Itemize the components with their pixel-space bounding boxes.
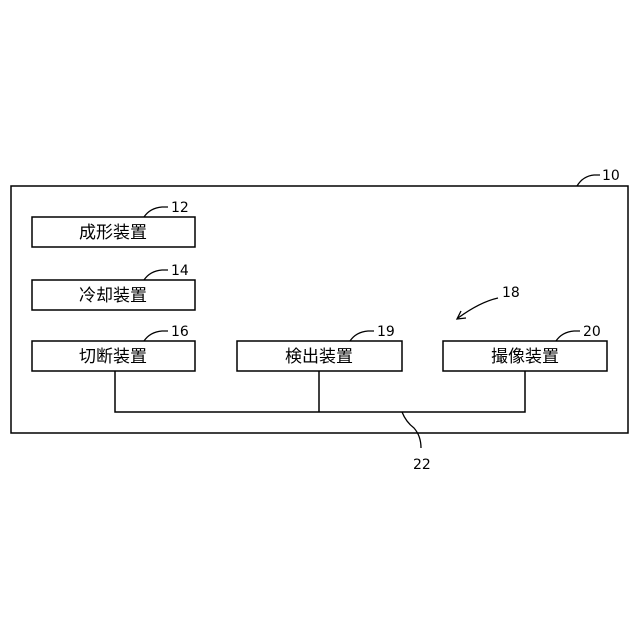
device-label-cutting: 切断装置 <box>79 347 147 367</box>
system-ref-leader <box>577 175 600 186</box>
device-ref-cutting: 16 <box>171 324 189 340</box>
device-ref-cooling: 14 <box>171 263 189 279</box>
device-ref-imaging: 20 <box>583 324 601 340</box>
device-label-forming: 成形装置 <box>79 223 147 243</box>
bus-ref: 22 <box>413 457 431 473</box>
system-ref: 10 <box>602 168 620 184</box>
device-ref-detection: 19 <box>377 324 395 340</box>
device-label-cooling: 冷却装置 <box>79 286 147 306</box>
device-label-detection: 検出装置 <box>285 347 353 367</box>
device-ref-forming: 12 <box>171 200 189 216</box>
device-label-imaging: 撮像装置 <box>491 347 559 367</box>
group-ref: 18 <box>502 285 520 301</box>
